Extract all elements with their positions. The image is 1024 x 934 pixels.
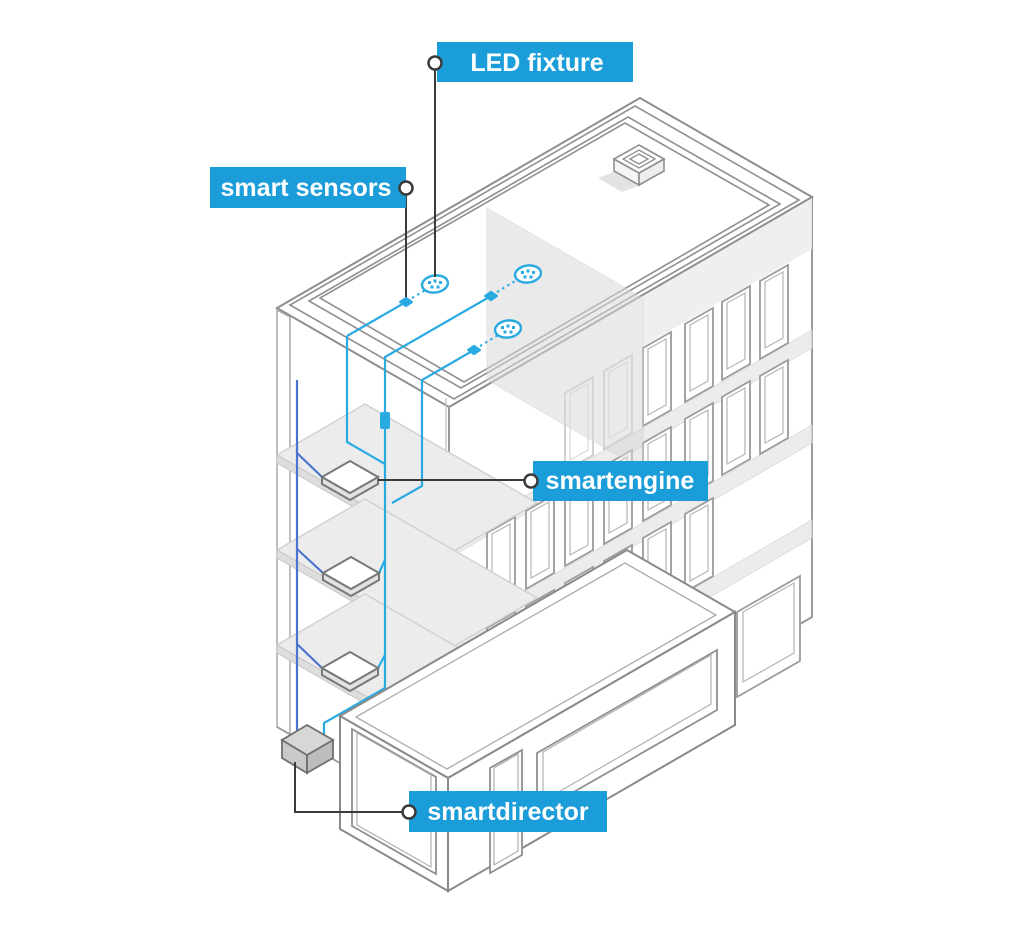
parapet-ring	[307, 116, 782, 389]
skylight-shadow	[598, 170, 644, 192]
roof-deck-shadow	[643, 197, 812, 346]
ceiling-wiring	[346, 262, 544, 356]
leader-dot	[398, 180, 414, 196]
window	[525, 494, 555, 590]
storefront-display-window	[351, 727, 437, 876]
leader-dot	[523, 473, 539, 489]
leader-dot	[401, 804, 417, 820]
wire	[346, 301, 407, 337]
leader-lines	[294, 70, 524, 813]
led-fixture-label-box	[437, 42, 633, 82]
callout-labels: LED fixture smart sensors smartengine sm…	[210, 42, 708, 832]
skylight	[598, 144, 666, 192]
cable-connector	[380, 412, 390, 429]
wire-dotted	[411, 277, 521, 347]
smartengine-label-box	[533, 461, 708, 501]
left-wall-edge	[276, 308, 291, 736]
window	[759, 359, 789, 455]
leader-dot	[427, 55, 443, 71]
window	[759, 264, 789, 360]
storefront-roof-inner	[354, 562, 718, 770]
window	[684, 307, 714, 403]
smartdirector-label: smartdirector	[427, 798, 588, 826]
smartdirector-label-box	[409, 791, 607, 832]
leader-smartdirector	[294, 762, 402, 813]
smart-sensors-label-box	[210, 167, 406, 208]
smart-sensors-label: smart sensors	[221, 174, 392, 202]
window	[642, 331, 672, 427]
smartengine-label: smartengine	[546, 467, 695, 495]
ground-band-window	[736, 574, 801, 699]
riser-cable-dark	[295, 380, 324, 737]
smartdirector-unit	[280, 723, 335, 775]
window	[721, 380, 751, 476]
window	[721, 285, 751, 381]
window	[684, 497, 714, 593]
led-fixture-label: LED fixture	[470, 49, 603, 77]
